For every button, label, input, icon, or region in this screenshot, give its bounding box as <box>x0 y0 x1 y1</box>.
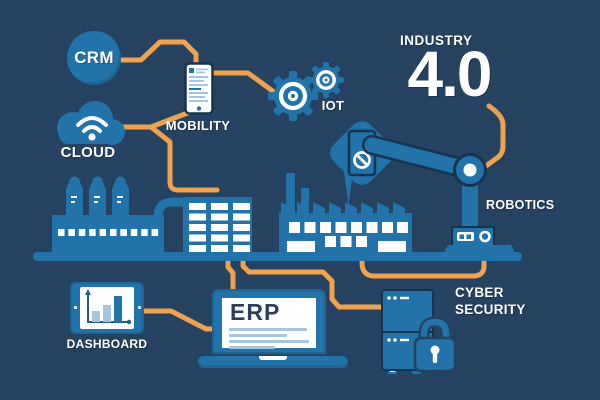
iot-gears-icon <box>268 62 344 121</box>
erp-laptop-screen: ERP <box>212 289 326 354</box>
sawtooth-roof <box>281 202 405 213</box>
connector-factory-loop <box>359 253 487 279</box>
crm-label: CRM <box>74 48 114 67</box>
cyber-security-illustration <box>381 289 457 374</box>
erp-label: ERP <box>230 299 281 325</box>
control-button-2 <box>466 234 471 239</box>
prohibition-icon <box>353 151 371 169</box>
cyber-security-label: CYBER SECURITY <box>455 285 550 318</box>
tall-building-window-grid <box>189 203 250 252</box>
smartphone-icon <box>184 62 214 115</box>
dashboard-label: DASHBOARD <box>66 337 148 351</box>
mobility-label: MOBILITY <box>165 118 231 133</box>
dashboard-tablet-icon <box>70 282 144 334</box>
cyber-label-line1: CYBER <box>455 285 504 300</box>
middle-factory-illustration <box>279 173 412 257</box>
control-button-1 <box>459 234 464 239</box>
cloud-wifi-icon <box>57 101 125 145</box>
industry-version-headline: 4.0 <box>407 38 493 110</box>
keyhole-stem <box>432 352 438 363</box>
factory-windows <box>287 222 408 252</box>
laptop-display: ERP <box>222 298 316 349</box>
padlock-icon <box>413 316 457 373</box>
silos <box>66 176 129 218</box>
left-factory-illustration <box>52 176 252 255</box>
bar-chart-icon <box>85 289 132 325</box>
tablet-screen <box>80 287 134 329</box>
large-gear-icon <box>268 71 318 121</box>
screen-text-line <box>229 334 287 337</box>
screen-text-line <box>229 340 309 343</box>
keyhole <box>430 345 440 355</box>
factory-chimneys <box>286 173 309 218</box>
factory-window-row <box>58 229 159 236</box>
phone-screen-content <box>189 68 208 102</box>
control-dial <box>479 230 491 243</box>
robotics-label: ROBOTICS <box>486 198 555 212</box>
factory-pipe <box>153 197 188 218</box>
connector-cloud-factory <box>148 124 220 193</box>
robot-joint-center <box>463 163 477 177</box>
tablet-bezel-dot-right <box>137 306 141 309</box>
connector-ground-server <box>240 253 387 310</box>
tablet-bezel-dot-left <box>73 306 77 309</box>
connector-ground-erp <box>225 253 236 295</box>
industry-kicker: INDUSTRY <box>400 33 473 48</box>
ground-line <box>33 252 522 261</box>
connector-dashboard-laptop <box>138 308 218 332</box>
cloud-label: CLOUD <box>60 144 116 161</box>
server-indicator-lights <box>387 296 409 342</box>
small-gear-icon <box>308 62 344 98</box>
connector-industry40-robot <box>483 103 506 169</box>
iot-label: IOT <box>321 98 345 113</box>
screen-text-line <box>229 346 275 349</box>
wifi-dot <box>88 133 96 141</box>
screen-text-line <box>229 328 307 331</box>
connector-mobility-iot <box>208 70 277 95</box>
laptop-base <box>198 356 348 368</box>
robotic-arm-illustration <box>330 121 517 257</box>
robot-drill-tip <box>344 172 353 205</box>
laptop-notch <box>259 356 287 360</box>
phone-home-button <box>196 106 202 111</box>
wifi-icon <box>76 116 108 133</box>
connector-crm-mobility <box>119 39 199 69</box>
cyber-label-line2: SECURITY <box>455 301 526 317</box>
crm-node: CRM <box>67 31 121 85</box>
